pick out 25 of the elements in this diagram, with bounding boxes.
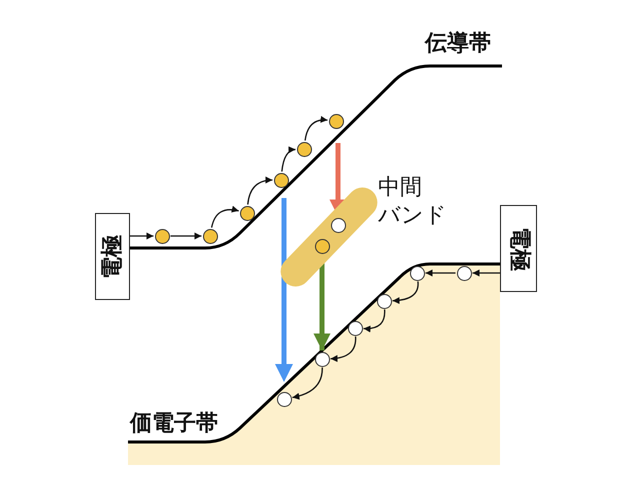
band-label: 中間バンド: [378, 174, 448, 230]
band-name: 伝導帯: [425, 30, 491, 58]
arrow: [210, 206, 239, 228]
arrow: [426, 270, 456, 276]
arrow: [170, 232, 202, 240]
electrode-label: 電極: [506, 226, 532, 270]
electron-circle: [328, 114, 344, 128]
electrode-box: [500, 205, 537, 292]
arrow: [392, 281, 419, 304]
arrow: [130, 232, 154, 240]
arrow: [292, 367, 323, 400]
electron-circle: [240, 206, 254, 220]
electron-circle: [274, 172, 288, 188]
arrow: [247, 176, 273, 205]
arrow: [281, 146, 296, 172]
arrow: [330, 336, 356, 362]
electrode-box: [95, 213, 130, 300]
electrode-label: 電極: [98, 234, 126, 278]
electron-circle: [154, 228, 170, 244]
arrow: [472, 270, 500, 276]
arrow: [363, 309, 386, 332]
electron-circle: [202, 228, 218, 244]
electron-circle: [296, 142, 312, 156]
band-name: 価電子帯: [130, 410, 218, 438]
arrow: [304, 116, 328, 141]
